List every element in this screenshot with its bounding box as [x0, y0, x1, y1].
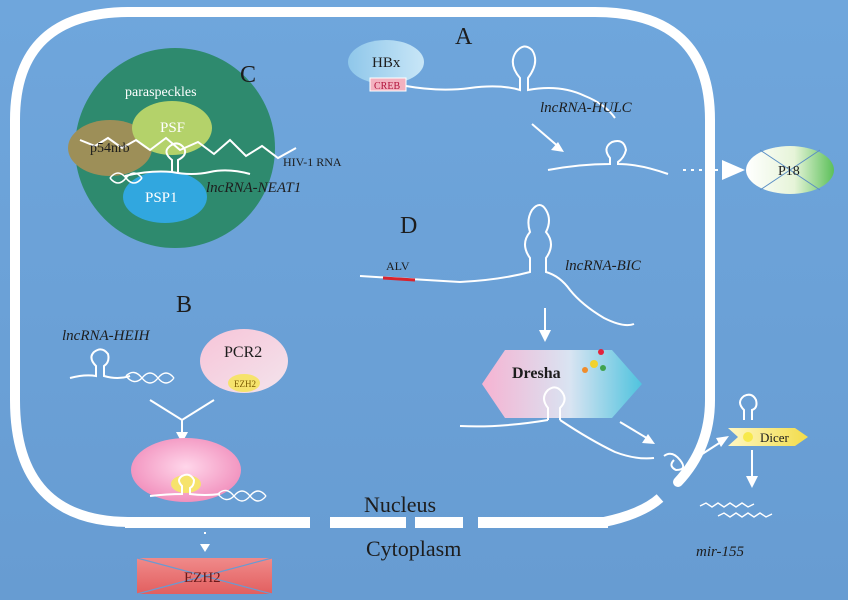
hulc-label: lncRNA-HULC: [540, 100, 633, 116]
ezh2-subunit: [228, 374, 260, 392]
neat1-strand: [124, 169, 251, 177]
psf-label: PSF: [160, 120, 185, 136]
heih-label: lncRNA-HEIH: [62, 328, 151, 344]
alv-segment: [382, 276, 416, 282]
psp1-protein: [123, 171, 207, 223]
paraspeckles-label: paraspeckles: [125, 85, 197, 100]
dicer-label: Dicer: [760, 430, 790, 445]
arrow-to-ezh2-head: [200, 544, 210, 552]
arrow-to-dicer-head: [716, 436, 729, 447]
arrow-hulc-down-head: [551, 142, 564, 152]
creb-label: CREB: [374, 81, 400, 92]
membrane-segment-right: [415, 517, 463, 528]
psp1-label: PSP1: [145, 190, 178, 206]
panel-d-label: D: [400, 213, 417, 239]
arrow-hulc-down: [531, 123, 561, 149]
neat1-helix: [109, 172, 143, 184]
dicer-bound-mark: [743, 432, 753, 442]
pri-mir-hairpin: [543, 386, 566, 420]
cofactor-orange: [582, 367, 588, 373]
p18-cross-2: [759, 149, 821, 191]
pcr2-label: PCR2: [224, 344, 262, 361]
cofactor-yellow: [590, 360, 598, 368]
creb-box: [369, 77, 407, 92]
cofactor-green: [600, 365, 606, 371]
neat1-stemloop: [165, 142, 187, 172]
p54nrb-label: p54nrb: [90, 141, 130, 156]
ezh2-cross-2: [136, 557, 273, 595]
heih-helix: [125, 371, 175, 384]
panel-a-label: A: [455, 24, 473, 50]
bound-heih-helix: [217, 489, 267, 502]
mirna-label: mir-155: [696, 544, 745, 560]
hiv-rna-label: HIV-1 RNA: [283, 155, 342, 169]
heih-strand: [69, 348, 131, 379]
dresha-label: Dresha: [512, 365, 561, 382]
hbx-protein: [348, 40, 424, 84]
pre-mir-hairpin-cyto: [739, 393, 758, 420]
arrow-bic-down-head: [539, 330, 551, 342]
pcr2-heih-complex: [131, 438, 241, 502]
cytoplasm-label: Cytoplasm: [366, 536, 461, 561]
panel-d-group: D ALV lncRNA-BIC Dresha Dicer mir-155: [359, 204, 808, 560]
psf-protein: [132, 101, 212, 155]
hulc-strand: [405, 45, 616, 119]
bic-label: lncRNA-BIC: [565, 258, 642, 274]
membrane-segment-left: [125, 517, 310, 528]
hulc-fragment: [547, 140, 669, 175]
membrane-segment-mid: [330, 517, 406, 528]
pre-mir-export: [663, 452, 685, 472]
pri-mir-tails: [459, 419, 655, 460]
panel-a-group: A HBx CREB lncRNA-HULC P18: [348, 24, 834, 194]
bound-ezh2: [171, 475, 201, 493]
p54nrb-protein: [68, 120, 152, 176]
nuclear-pore-edge: [602, 494, 664, 527]
mature-mirna-1: [699, 502, 755, 508]
panel-b-group: B lncRNA-HEIH PCR2 EZH2 EZH2: [62, 292, 288, 595]
arrow-to-pore-head: [642, 434, 655, 444]
cofactor-red: [598, 349, 604, 355]
panel-b-label: B: [176, 292, 192, 318]
dresha-enzyme: [482, 350, 642, 418]
arrow-dicer-down-head: [746, 476, 758, 488]
p18-label: P18: [778, 164, 800, 179]
arrow-to-pore: [619, 421, 651, 441]
bound-heih-strand: [149, 473, 221, 497]
merge-connector: [149, 399, 215, 434]
panel-c-group: C paraspeckles PSF p54nrb PSP1 HIV-1 RNA…: [68, 48, 342, 248]
alv-label: ALV: [386, 259, 410, 273]
nucleus-label: Nucleus: [364, 492, 436, 517]
bic-strand: [359, 204, 635, 327]
nuclear-membrane: [10, 6, 715, 527]
arrow-to-p18-head: [722, 160, 745, 180]
hiv-rna-strand: [79, 136, 297, 160]
hbx-label: HBx: [372, 55, 401, 71]
mature-mirna-2: [717, 512, 773, 518]
merge-arrow-head: [176, 432, 188, 443]
pcr2-complex: [200, 329, 288, 393]
membrane-segment-far-right: [478, 517, 608, 528]
ezh2-crossed-label: EZH2: [184, 570, 221, 586]
ezh2-small-label: EZH2: [234, 379, 256, 389]
neat1-label: lncRNA-NEAT1: [206, 180, 301, 196]
panel-c-label: C: [240, 62, 256, 88]
